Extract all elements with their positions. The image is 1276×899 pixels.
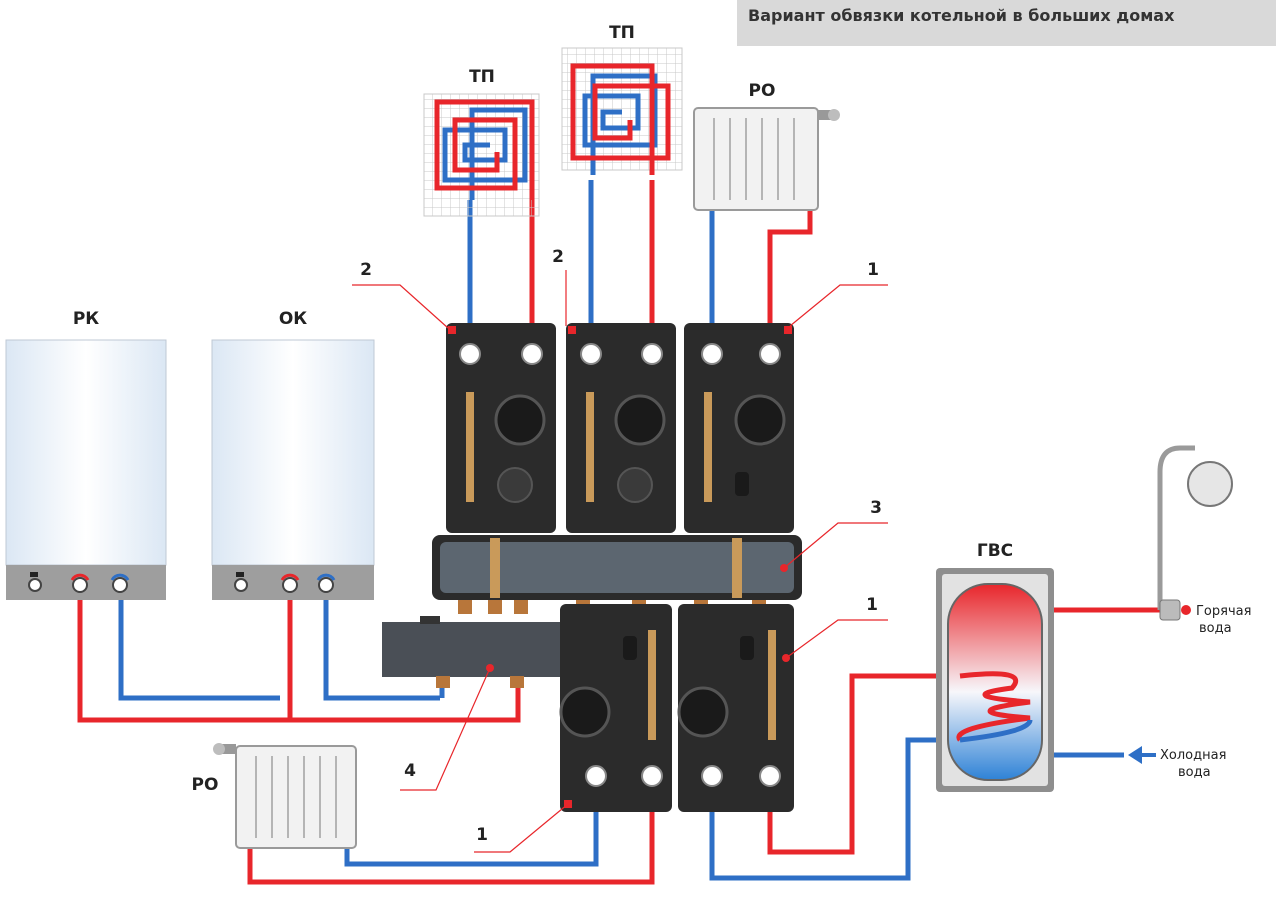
floor-heating-1 [423,93,540,217]
radiator-top-label: РО [749,81,776,101]
diagram-title: Вариант обвязки котельной в больших дома… [748,6,1175,25]
title-banner [737,0,1276,46]
radiator-bottom-label: РО [192,775,219,795]
cold-water-label-line-2: вода [1178,765,1211,780]
shower-head [1157,445,1233,621]
floor-heating-1-label: ТП [469,67,495,87]
floor-heating-2-label: ТП [609,23,635,43]
callout-1-right: 1 [866,595,878,615]
cold-water-arrow [1128,746,1156,764]
hot-pipes [77,180,1160,885]
pump-module-bottom-1 [559,604,672,812]
callout-3: 3 [870,498,882,518]
hydraulic-separator [382,616,562,688]
radiator-top [693,107,840,211]
boiler-1-label: РК [73,309,99,329]
distribution-manifold [432,535,802,614]
boiler-2 [211,339,375,600]
pump-module-top-3 [684,323,794,533]
callout-1-bottom: 1 [476,825,488,845]
hot-water-label-line-1: Горячая [1196,604,1251,619]
dhw-label: ГВС [977,541,1013,561]
callout-2-mid: 2 [552,247,564,267]
callout-4: 4 [404,761,416,781]
callout-2-left: 2 [360,260,372,280]
cold-water-label-line-1: Холодная [1160,748,1226,763]
callout-1-top-right: 1 [867,260,879,280]
boiler-2-label: ОК [279,309,307,329]
dhw-tank [936,568,1054,792]
callout-leaders [352,270,888,853]
boiler-1 [5,339,167,600]
pump-module-top-1 [446,323,556,533]
pump-module-top-2 [566,323,676,533]
hot-water-label-line-2: вода [1199,621,1232,636]
floor-heating-2 [561,47,683,175]
radiator-bottom [213,743,357,849]
pump-module-bottom-2 [677,604,794,812]
